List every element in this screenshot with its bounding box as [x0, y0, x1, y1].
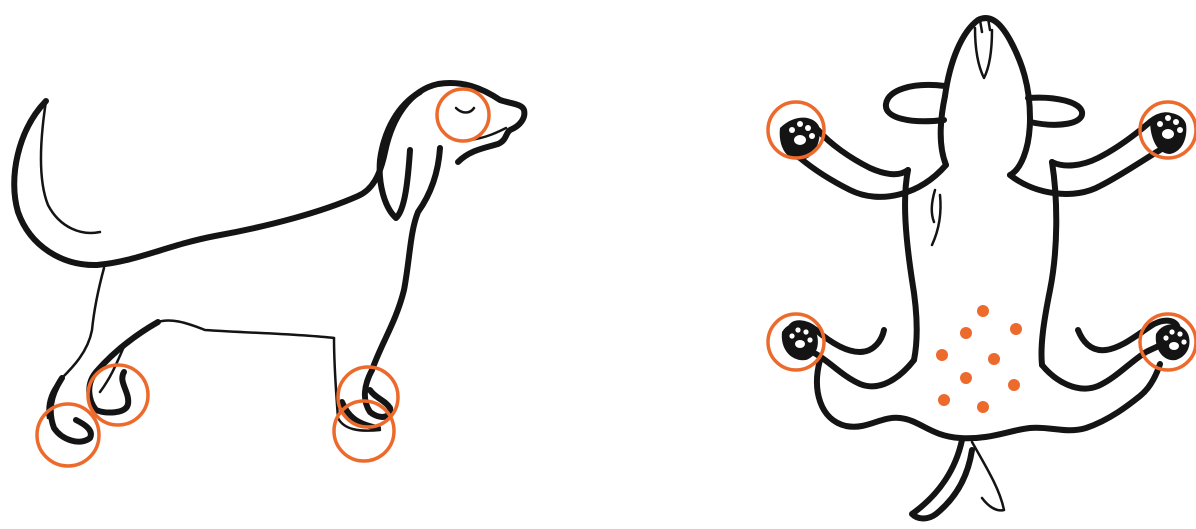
belly-dog-head-left [941, 96, 946, 165]
hind-left-paw-icon [782, 323, 818, 360]
belly-dog-ear-left [886, 85, 945, 121]
belly-dog-ear-right [1028, 98, 1082, 125]
dog-side-view-icon [14, 83, 524, 466]
belly-dog-tail [912, 440, 972, 519]
belly-dog-hind-leg-right [1042, 321, 1178, 389]
belly-dots [936, 305, 1022, 413]
belly-dot [960, 327, 972, 339]
dog-tail [14, 101, 97, 265]
belly-dog-snout [975, 28, 992, 78]
front-right-paw-icon [1150, 113, 1186, 154]
dog-eye [456, 108, 474, 113]
belly-dog-chest-line-2 [932, 190, 935, 222]
belly-dog-tail-right [972, 442, 1004, 510]
belly-dot [977, 401, 989, 413]
belly-dot [1008, 379, 1020, 391]
belly-dot [936, 349, 948, 361]
dog-tail-inner [41, 101, 100, 233]
belly-dog-body-left [905, 170, 917, 360]
front-paw-upper-highlight-circle [88, 365, 148, 425]
belly-dot [1010, 323, 1022, 335]
belly-dot [938, 394, 950, 406]
belly-dot [988, 353, 1000, 365]
head-highlight-circle [437, 89, 489, 141]
dog-belly-up-icon [768, 18, 1196, 519]
belly-dot [960, 372, 972, 384]
dog-belly [158, 320, 334, 338]
belly-dog-bottom [817, 360, 1160, 438]
belly-dot [977, 305, 989, 317]
hind-right-paw-icon [1156, 324, 1190, 360]
belly-dog-head [945, 18, 1030, 175]
